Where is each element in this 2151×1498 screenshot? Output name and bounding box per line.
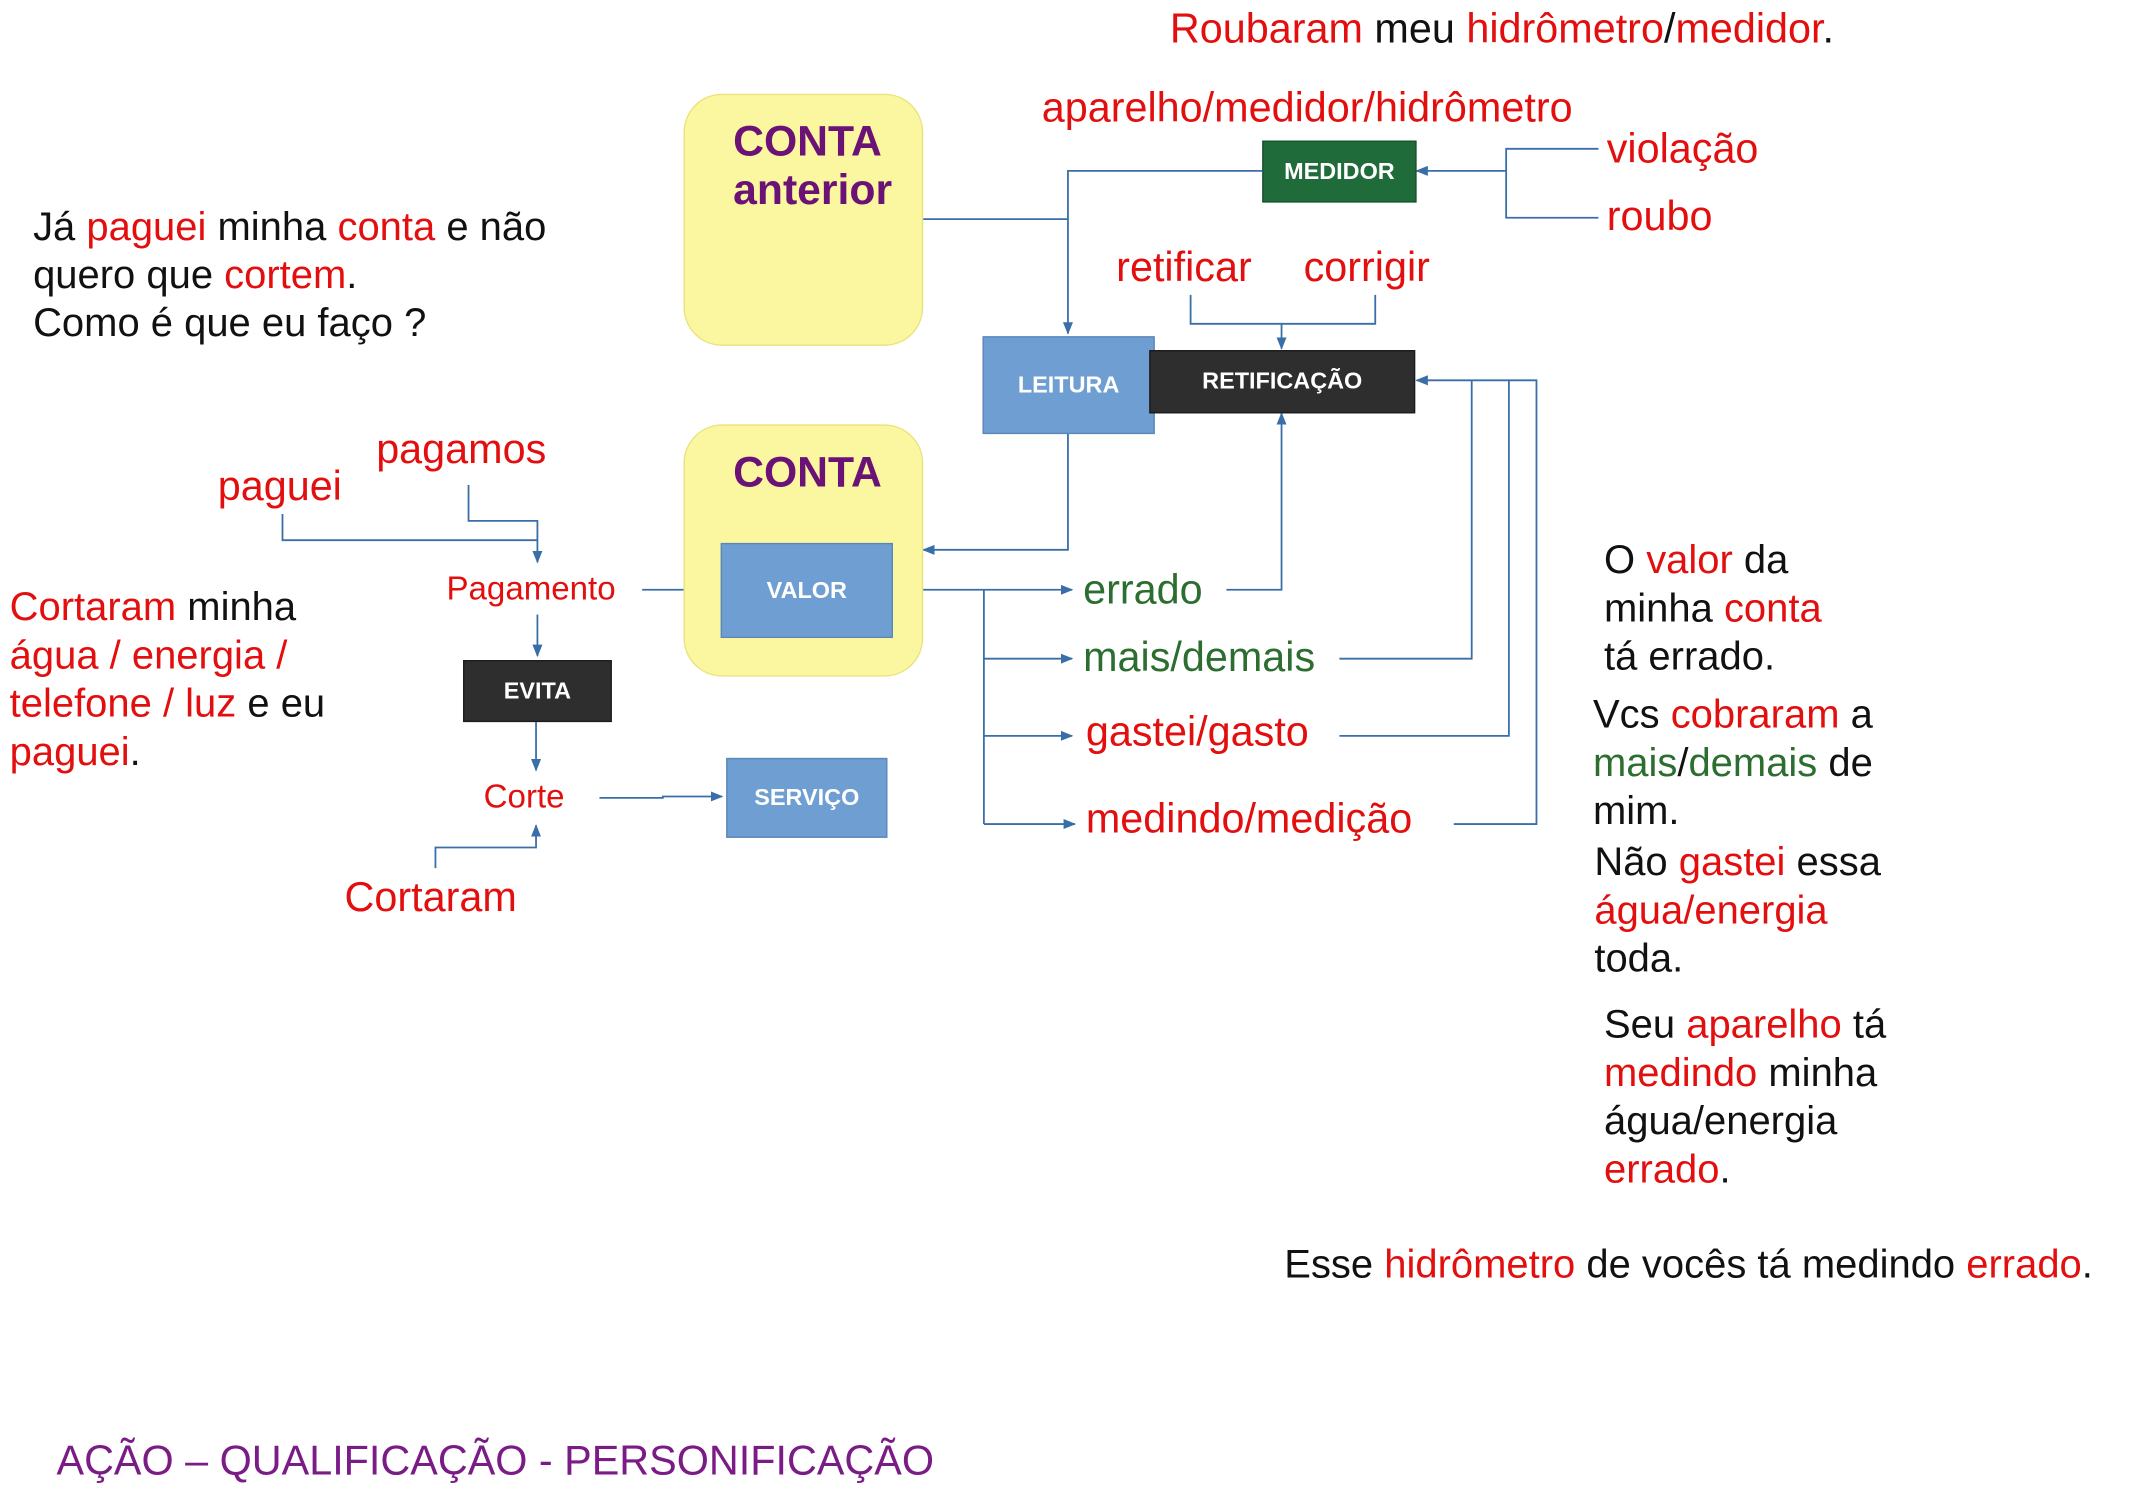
bottom-sentence: Esse hidrômetro de vocês tá medindo erra… xyxy=(1284,1242,2093,1288)
footer-caption: AÇÃO – QUALIFICAÇÃO - PERSONIFICAÇÃO xyxy=(56,1438,935,1485)
retificar-label: retificar xyxy=(1116,245,1252,291)
paguei-label: paguei xyxy=(217,464,342,510)
retificar-corrigir-line xyxy=(1189,294,1377,325)
valor-box: VALOR xyxy=(720,542,893,639)
leitura-to-conta xyxy=(922,432,1069,555)
corrigir-label: corrigir xyxy=(1303,245,1430,291)
paid-question: Já paguei minha conta e não quero que co… xyxy=(33,205,547,346)
corte-to-servico xyxy=(599,791,724,802)
pagamos-line xyxy=(467,485,543,564)
branch-mais-demais: mais/demais xyxy=(1083,635,1316,681)
medidor-to-leitura xyxy=(1062,169,1263,335)
conta-title: CONTA xyxy=(733,447,882,497)
conta-anterior-line2: anterior xyxy=(733,165,893,214)
conta-anterior-box xyxy=(683,93,924,346)
device-label: aparelho/medidor/hidrômetro xyxy=(1041,85,1573,131)
branch-gastei-gasto: gastei/gasto xyxy=(1085,709,1309,756)
right-paragraph-2: Vcs cobraram a mais/demais de mim. xyxy=(1592,693,1873,834)
errado-to-retificacao xyxy=(1226,412,1287,591)
branch-errado: errado xyxy=(1083,567,1203,614)
pagamento-label: Pagamento xyxy=(446,570,616,608)
evita-box: EVITA xyxy=(463,660,612,723)
corte-label: Corte xyxy=(483,778,565,816)
paguei-line xyxy=(281,513,538,542)
violacao-label: violação xyxy=(1606,126,1759,173)
right-paragraph-1: O valor da minha conta tá errado. xyxy=(1603,538,1822,680)
top-sentence: Roubaram meu hidrômetro/medidor. xyxy=(1169,6,1835,53)
medidor-box: MEDIDOR xyxy=(1262,140,1417,203)
cut-complaint: Cortaram minha água / energia / telefone… xyxy=(9,585,326,775)
roubo-label: roubo xyxy=(1606,194,1713,240)
right-paragraph-3: Não gastei essa água/energia toda. xyxy=(1594,840,1881,982)
cortaram-label: Cortaram xyxy=(344,875,517,921)
branch-medindo-medicao: medindo/medição xyxy=(1085,796,1413,842)
cortaram-line xyxy=(434,824,542,869)
leitura-box: LEITURA xyxy=(982,336,1155,435)
medindo-feedback xyxy=(1415,375,1538,825)
violacao-line xyxy=(1505,147,1599,219)
mais-feedback xyxy=(1339,380,1473,660)
conta-anterior-line1: CONTA xyxy=(733,117,882,166)
gastei-feedback xyxy=(1339,380,1510,737)
servico-box: SERVIÇO xyxy=(726,757,888,838)
right-paragraph-4: Seu aparelho tá medindo minha água/energ… xyxy=(1603,1003,1887,1192)
retificacao-box: RETIFICAÇÃO xyxy=(1149,350,1416,414)
pagamos-label: pagamos xyxy=(376,427,547,473)
